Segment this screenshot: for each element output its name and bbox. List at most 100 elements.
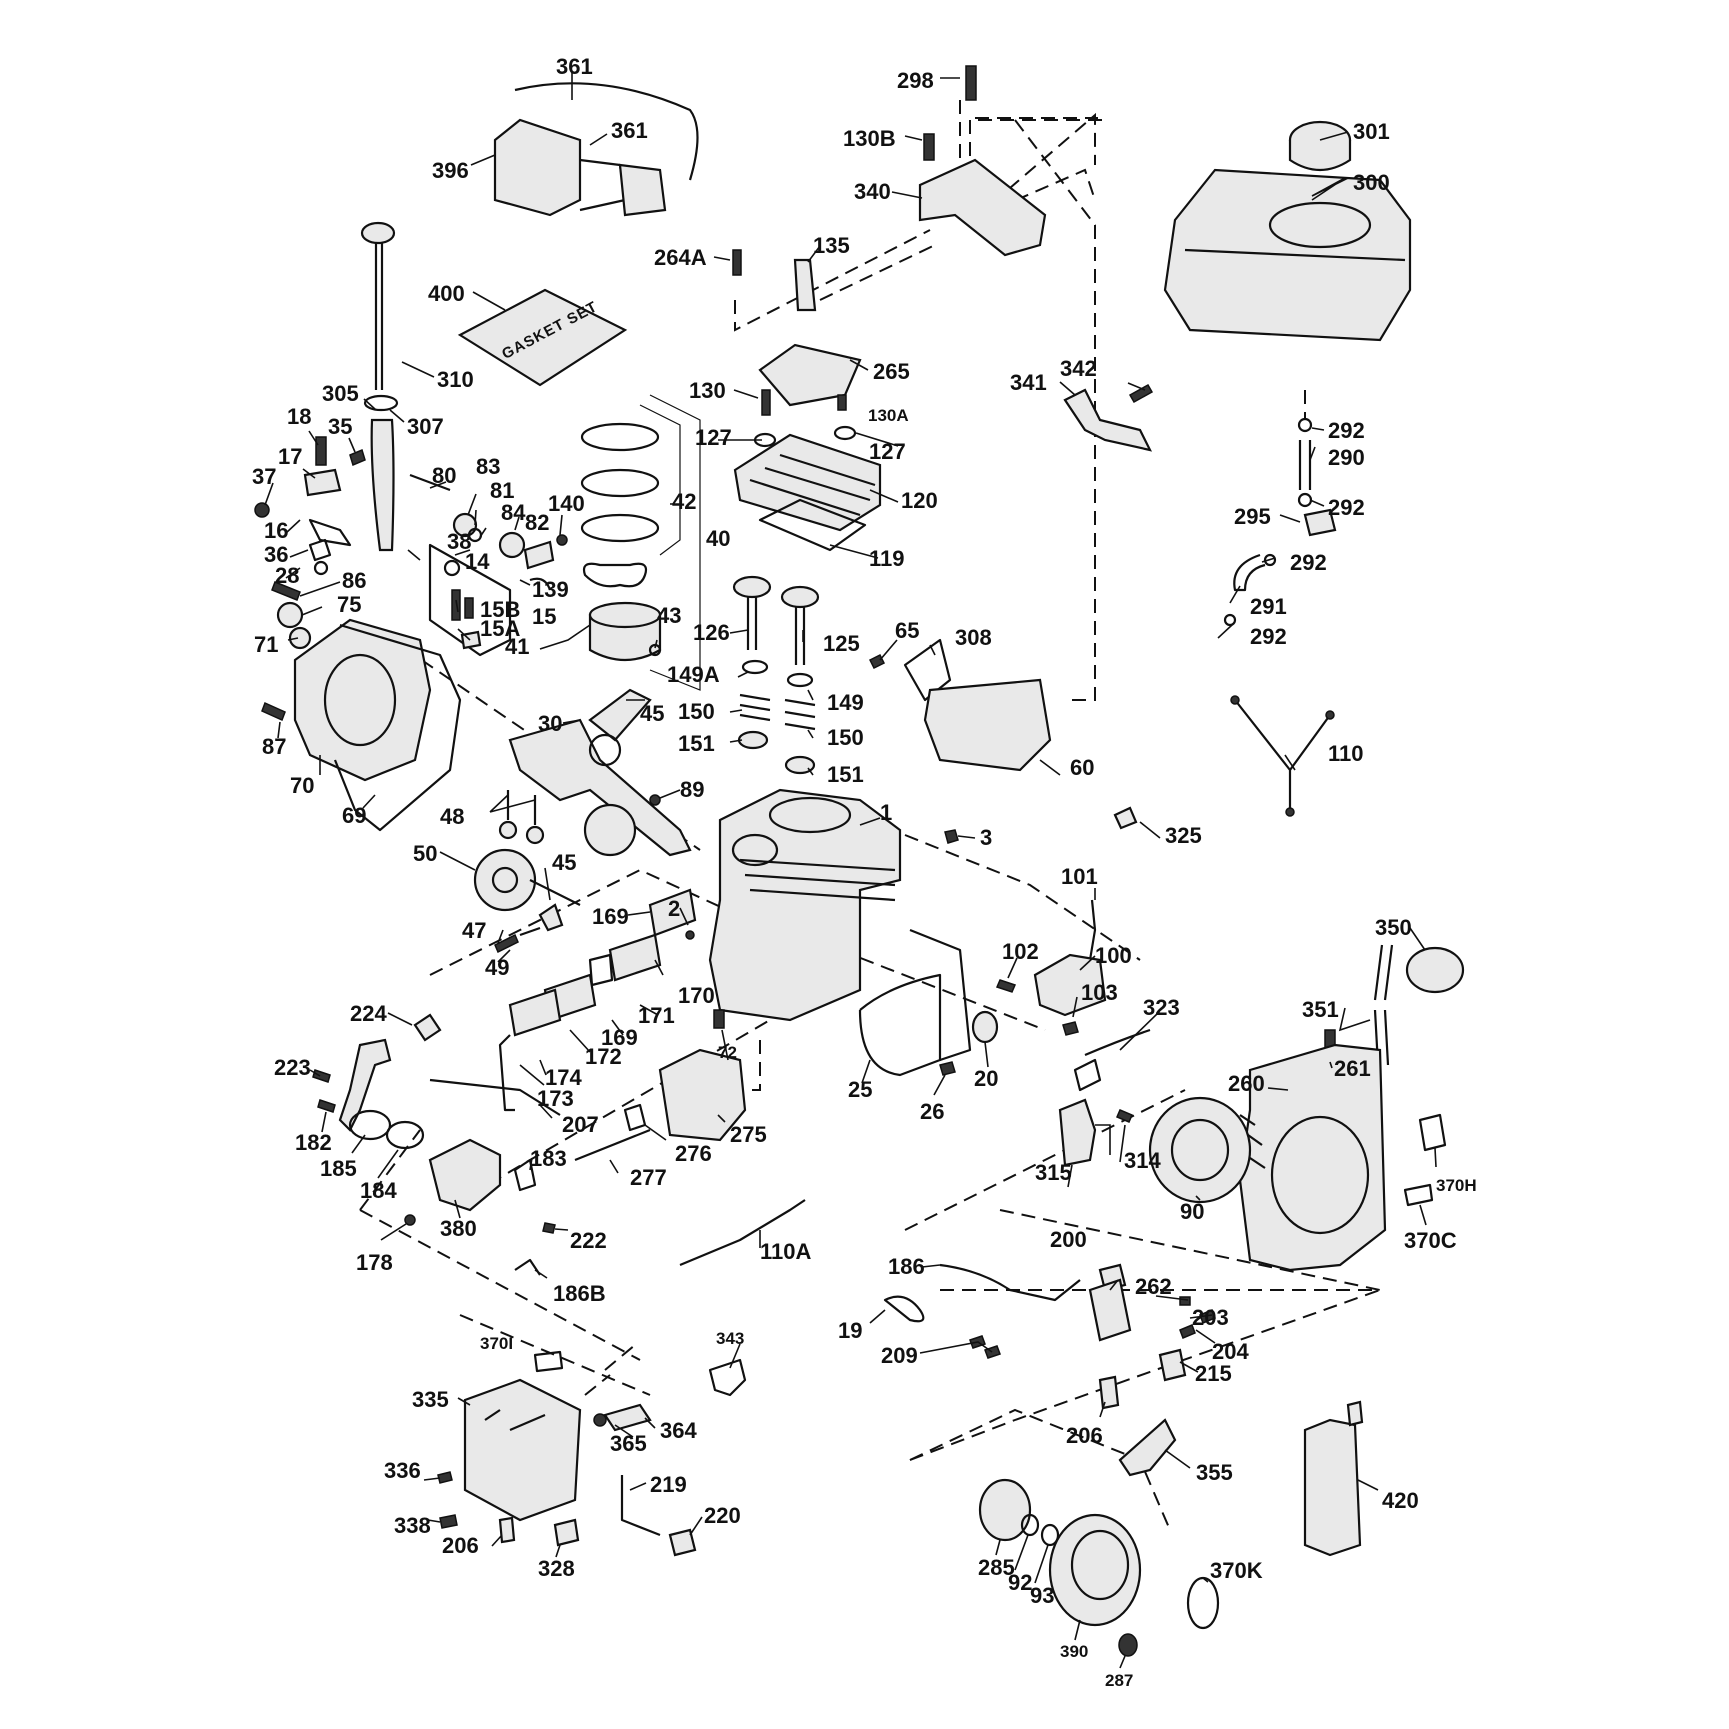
part-label-292: 292: [1328, 418, 1365, 443]
part-label-340: 340: [854, 179, 891, 204]
part-label-277: 277: [630, 1165, 667, 1190]
part-label-262: 262: [1135, 1274, 1172, 1299]
part-label-72: 72: [718, 1043, 737, 1062]
part-label-400: 400: [428, 281, 465, 306]
part-label-350: 350: [1375, 915, 1412, 940]
part-label-325: 325: [1165, 823, 1202, 848]
part-label-182: 182: [295, 1130, 332, 1155]
part-label-342: 342: [1060, 356, 1097, 381]
part-label-127: 127: [869, 439, 906, 464]
part-label-80: 80: [432, 463, 457, 488]
part-label-295: 295: [1234, 504, 1271, 529]
part-label-30: 30: [538, 711, 563, 736]
part-label-336: 336: [384, 1458, 421, 1483]
part-label-150: 150: [678, 699, 715, 724]
part-label-275: 275: [730, 1122, 767, 1147]
part-label-149A: 149A: [667, 662, 720, 687]
part-label-135: 135: [813, 233, 850, 258]
part-label-50: 50: [413, 841, 438, 866]
part-label-28: 28: [275, 563, 300, 588]
part-label-84: 84: [501, 500, 526, 525]
part-label-60: 60: [1070, 755, 1095, 780]
part-label-307: 307: [407, 414, 444, 439]
part-label-203: 203: [1192, 1305, 1229, 1330]
part-label-14: 14: [465, 549, 490, 574]
part-label-365: 365: [610, 1431, 647, 1456]
part-label-20: 20: [974, 1066, 999, 1091]
part-label-3: 3: [980, 825, 993, 850]
part-label-206: 206: [1066, 1423, 1103, 1448]
part-label-130A: 130A: [868, 406, 909, 425]
part-label-185: 185: [320, 1156, 357, 1181]
part-label-15B: 15B: [480, 597, 521, 622]
part-label-292: 292: [1328, 495, 1365, 520]
part-label-186B: 186B: [553, 1281, 606, 1306]
part-label-310: 310: [437, 367, 474, 392]
part-label-150: 150: [827, 725, 864, 750]
part-label-83: 83: [476, 454, 501, 479]
part-label-101: 101: [1061, 864, 1098, 889]
part-label-300: 300: [1353, 170, 1390, 195]
part-label-103: 103: [1081, 980, 1118, 1005]
part-label-38: 38: [447, 529, 472, 554]
parts-artwork: [254, 65, 1465, 1657]
part-label-120: 120: [901, 488, 938, 513]
part-label-308: 308: [955, 625, 992, 650]
part-label-71: 71: [254, 632, 279, 657]
part-label-35: 35: [328, 414, 353, 439]
part-label-206: 206: [442, 1533, 479, 1558]
part-label-90: 90: [1180, 1199, 1205, 1224]
part-label-119: 119: [869, 546, 905, 571]
part-label-224: 224: [350, 1001, 387, 1026]
part-label-169: 169: [592, 904, 629, 929]
part-label-186: 186: [888, 1254, 925, 1279]
part-label-149: 149: [827, 690, 864, 715]
part-label-276: 276: [675, 1141, 712, 1166]
part-label-18: 18: [287, 404, 312, 429]
part-label-209: 209: [881, 1343, 918, 1368]
part-label-75: 75: [337, 592, 362, 617]
part-label-47: 47: [462, 918, 487, 943]
part-label-315: 315: [1035, 1160, 1072, 1185]
part-label-49: 49: [485, 955, 510, 980]
part-label-1: 1: [880, 800, 893, 825]
part-label-370C: 370C: [1404, 1228, 1457, 1253]
part-label-69: 69: [342, 803, 367, 828]
part-label-390: 390: [1060, 1642, 1089, 1661]
part-label-43: 43: [657, 603, 682, 628]
part-label-420: 420: [1382, 1488, 1419, 1513]
part-label-170: 170: [678, 983, 715, 1008]
part-label-36: 36: [264, 542, 289, 567]
part-label-93: 93: [1030, 1583, 1055, 1608]
part-label-178: 178: [356, 1250, 393, 1275]
part-label-351: 351: [1302, 997, 1339, 1022]
part-label-361: 361: [556, 54, 593, 79]
part-label-260: 260: [1228, 1071, 1265, 1096]
part-label-15: 15: [532, 604, 557, 629]
part-label-42: 42: [672, 489, 697, 514]
part-label-130B: 130B: [843, 126, 896, 151]
part-label-292: 292: [1250, 624, 1287, 649]
part-label-220: 220: [704, 1503, 741, 1528]
part-label-127: 127: [695, 425, 732, 450]
part-label-70: 70: [290, 773, 315, 798]
part-label-174: 174: [545, 1065, 582, 1090]
part-label-19: 19: [838, 1318, 863, 1343]
part-label-173: 173: [537, 1086, 574, 1111]
part-label-204: 204: [1212, 1339, 1249, 1364]
part-label-140: 140: [548, 491, 585, 516]
part-label-290: 290: [1328, 445, 1365, 470]
part-label-139: 139: [532, 577, 569, 602]
part-label-341: 341: [1010, 370, 1047, 395]
part-label-305: 305: [322, 381, 359, 406]
part-label-361: 361: [611, 118, 648, 143]
part-label-130: 130: [689, 378, 726, 403]
part-label-16: 16: [264, 518, 289, 543]
part-label-370K: 370K: [1210, 1558, 1263, 1583]
part-label-380: 380: [440, 1216, 477, 1241]
part-label-151: 151: [827, 762, 864, 787]
part-label-82: 82: [525, 510, 550, 535]
part-label-323: 323: [1143, 995, 1180, 1020]
part-label-45: 45: [552, 850, 577, 875]
